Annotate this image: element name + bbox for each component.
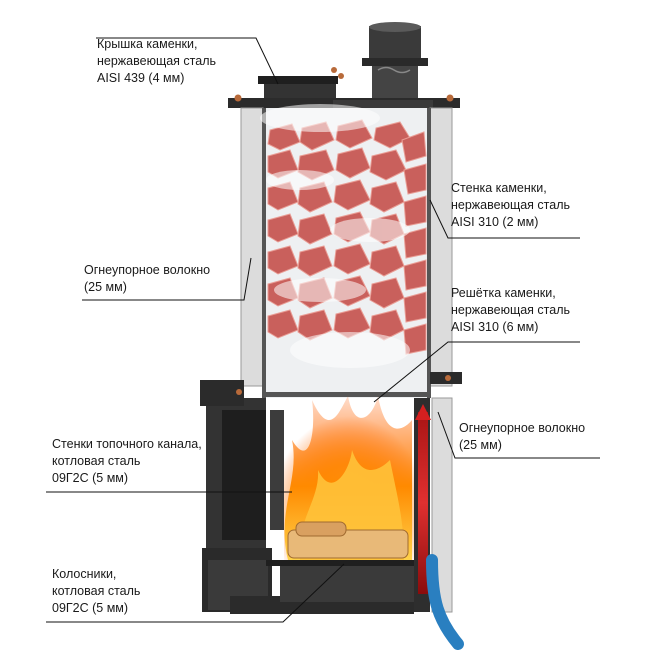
fiber-insulation-left: [240, 107, 264, 387]
label-grate-line-3: AISI 310 (6 мм): [451, 320, 539, 334]
label-wall-line-1: Стенка каменки,: [451, 181, 547, 195]
label-wall-line-3: AISI 310 (2 мм): [451, 215, 539, 229]
chimney-pipe: [362, 22, 428, 108]
label-grate-line-2: нержавеющая сталь: [451, 303, 571, 317]
label-fiber-top: Огнеупорное волокно (25 мм): [84, 262, 210, 296]
label-wall-line-2: нержавеющая сталь: [451, 198, 571, 212]
label-lid-line-2: нержавеющая сталь: [97, 54, 217, 68]
label-lid: Крышка каменки, нержавеющая сталь AISI 4…: [97, 36, 216, 87]
heater-wall-right: [427, 108, 431, 398]
label-lid-line-3: AISI 439 (4 мм): [97, 71, 185, 85]
label-fiber-bottom-line-2: (25 мм): [459, 438, 502, 452]
label-grates-line-1: Колосники,: [52, 567, 117, 581]
heat-channel: [418, 412, 428, 594]
label-fiber-bottom: Огнеупорное волокно (25 мм): [459, 420, 585, 454]
label-firebox-line-1: Стенки топочного канала,: [52, 437, 202, 451]
label-firebox-line-2: котловая сталь: [52, 454, 141, 468]
label-grate-line-1: Решётка каменки,: [451, 286, 556, 300]
stove-lid: [228, 67, 460, 108]
fire: [284, 396, 414, 560]
leader-lines: [46, 37, 600, 623]
fiber-insulation-right: [429, 107, 453, 387]
label-firebox: Стенки топочного канала, котловая сталь …: [52, 436, 202, 487]
water-pipe: [426, 554, 464, 650]
label-grates-line-2: котловая сталь: [52, 584, 141, 598]
stones: [260, 104, 427, 368]
heater-wall-left: [262, 108, 266, 398]
label-grates-line-3: 09Г2С (5 мм): [52, 601, 129, 615]
label-fiber-top-line-2: (25 мм): [84, 280, 127, 294]
label-grates: Колосники, котловая сталь 09Г2С (5 мм): [52, 566, 140, 617]
label-lid-line-1: Крышка каменки,: [97, 37, 198, 51]
label-grate: Решётка каменки, нержавеющая сталь AISI …: [451, 285, 570, 336]
heat-arrow-icon: [415, 404, 431, 420]
label-fiber-top-line-1: Огнеупорное волокно: [84, 263, 211, 277]
label-fiber-bottom-line-1: Огнеупорное волокно: [459, 421, 586, 435]
label-firebox-line-3: 09Г2С (5 мм): [52, 471, 129, 485]
heater-grate: [266, 392, 427, 397]
label-wall: Стенка каменки, нержавеющая сталь AISI 3…: [451, 180, 570, 231]
